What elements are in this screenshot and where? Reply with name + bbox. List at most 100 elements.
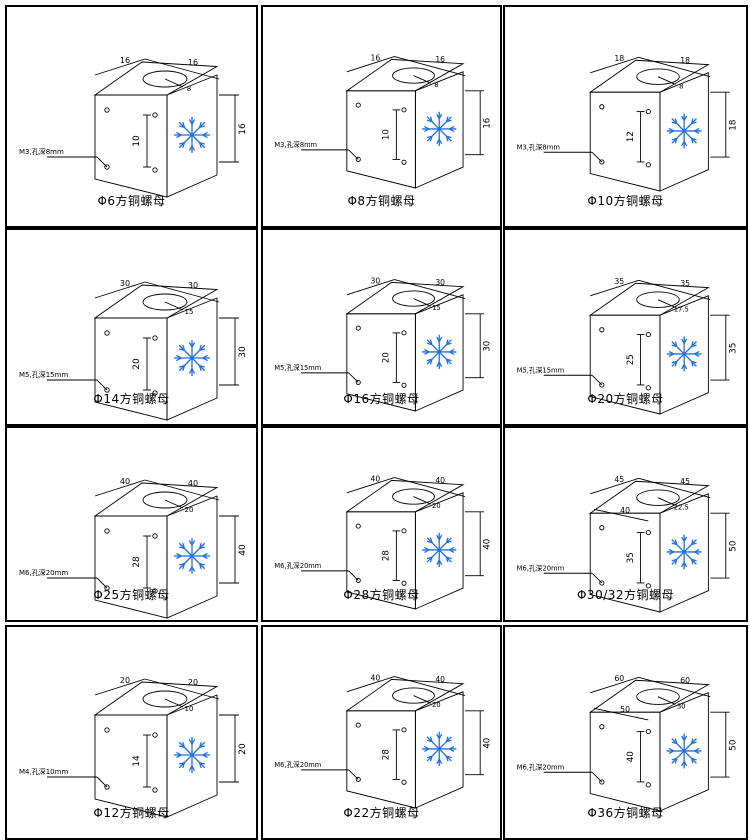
height-label: 50 xyxy=(728,541,738,552)
snowflake-arm xyxy=(438,116,452,130)
radius-label: 8 xyxy=(187,85,191,93)
width-dim-left xyxy=(94,58,146,76)
hole-spacing-label: 20 xyxy=(132,358,142,370)
snowflake-branch xyxy=(683,761,688,767)
cube-drawing xyxy=(301,56,484,189)
snowflake-branch xyxy=(671,558,677,562)
height-label: 40 xyxy=(483,539,493,550)
width-dim-left xyxy=(590,676,639,694)
snowflake-branch xyxy=(674,758,678,764)
width-dim-right xyxy=(638,676,711,698)
snowflake-branch xyxy=(683,562,688,568)
width-b-label: 20 xyxy=(188,678,198,687)
cube-drawing xyxy=(301,477,484,610)
mount-hole xyxy=(104,784,110,790)
snowflake-arm xyxy=(426,339,440,353)
snowflake-arm xyxy=(438,736,452,750)
bore-hole xyxy=(392,67,435,84)
radius-line xyxy=(164,78,184,88)
mount-hole xyxy=(599,580,605,586)
mount-hole xyxy=(401,159,407,165)
thread-leader xyxy=(348,372,359,383)
snowflake-branch xyxy=(436,758,440,765)
snowflake-branch xyxy=(690,758,694,764)
snowflake-branch xyxy=(438,361,443,368)
thread-leader xyxy=(96,776,108,788)
mount-hole xyxy=(152,533,158,539)
snowflake-branch xyxy=(438,733,443,739)
snowflake-branch xyxy=(202,134,208,139)
width-dim-right xyxy=(394,676,466,697)
snowflake-arm xyxy=(683,738,697,752)
width-dim-right xyxy=(394,56,466,77)
radius-line xyxy=(413,298,431,307)
mount-hole xyxy=(104,330,110,336)
radius-line xyxy=(164,499,184,509)
snowflake-branch xyxy=(199,365,206,368)
cube-drawing xyxy=(47,678,239,818)
snowflake-branch xyxy=(690,559,694,565)
snowflake-arm xyxy=(191,542,206,557)
thread-label: M6,孔深20mm xyxy=(274,760,321,769)
snowflake-branch xyxy=(691,137,697,141)
snowflake-branch xyxy=(199,365,202,372)
snowflake-arm xyxy=(683,539,697,553)
snowflake-branch xyxy=(424,351,430,355)
inner-dim xyxy=(593,707,649,721)
mount-hole xyxy=(599,104,605,110)
snowflake-branch xyxy=(182,121,185,128)
mount-hole xyxy=(645,385,651,391)
snowflake-branch xyxy=(438,534,443,540)
snowflake-branch xyxy=(445,116,449,122)
snowflake-arm xyxy=(191,555,206,570)
snowflake-branch xyxy=(436,361,440,368)
width-a-label: 30 xyxy=(371,276,381,285)
mount-hole xyxy=(355,325,361,331)
width-dim-left xyxy=(94,479,146,497)
thread-leader xyxy=(96,156,108,168)
snowflake-branch xyxy=(690,341,694,347)
snowflake-branch xyxy=(202,552,208,557)
cube-top-face xyxy=(345,58,465,92)
snowflake-branch xyxy=(671,344,677,348)
width-b-label: 40 xyxy=(435,476,445,485)
snowflake-branch xyxy=(176,751,182,756)
snowflake-branch xyxy=(694,548,700,553)
snowflake-branch xyxy=(188,145,193,151)
thread-leader xyxy=(348,149,359,160)
mount-hole xyxy=(645,109,651,115)
snowflake-branch xyxy=(199,344,202,351)
snowflake-branch xyxy=(176,357,182,362)
height-label: 50 xyxy=(728,740,738,751)
cube-top-face xyxy=(588,480,710,514)
cube-drawing xyxy=(543,56,730,192)
thread-leader xyxy=(591,151,603,163)
mount-hole xyxy=(152,732,158,738)
snowflake-branch xyxy=(449,351,455,355)
snowflake-branch xyxy=(176,754,182,759)
mount-hole xyxy=(599,159,605,165)
radius-label: 20 xyxy=(432,701,440,709)
snowflake-branch xyxy=(424,546,430,551)
snowflake-arm xyxy=(426,736,440,750)
snowflake-branch xyxy=(436,559,440,566)
mount-hole xyxy=(645,782,651,788)
width-a-label: 60 xyxy=(614,674,624,683)
snowflake-branch xyxy=(199,121,202,128)
radius-label: 22.5 xyxy=(674,503,689,511)
thread-label: M5,孔深15mm xyxy=(274,363,321,372)
snowflake-branch xyxy=(681,141,685,147)
bore-hole xyxy=(392,290,435,307)
snowflake-branch xyxy=(691,360,697,364)
bore-hole xyxy=(392,488,435,505)
snowflake-arm xyxy=(191,121,206,136)
snowflake-branch xyxy=(426,755,433,759)
snowflake-branch xyxy=(429,339,433,345)
snowflake-branch xyxy=(202,357,208,362)
